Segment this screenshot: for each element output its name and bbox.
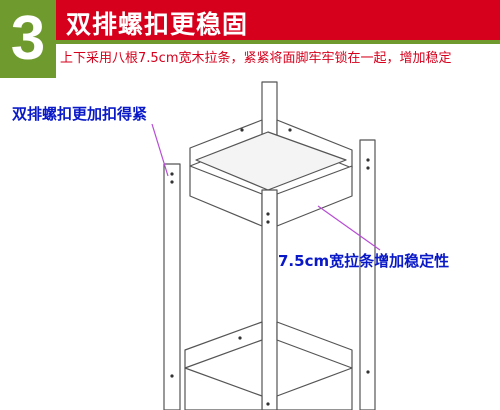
- page-subtitle: 上下采用八根7.5cm宽木拉条，紧紧将面脚牢牢锁在一起，增加稳定: [60, 51, 452, 66]
- bottom-board-front-left: [184, 367, 263, 410]
- callout-line-screws: [151, 123, 169, 177]
- callout-double-screws: 双排螺扣更加扣得紧: [12, 105, 148, 123]
- header-divider: [56, 40, 500, 44]
- leg-left: [163, 163, 181, 410]
- leg-right: [359, 139, 376, 410]
- page-title: 双排螺扣更稳固: [66, 10, 249, 39]
- bottom-board-back-left: [184, 321, 263, 369]
- leg-front: [261, 189, 278, 410]
- step-number: 3: [10, 4, 46, 73]
- callout-line-bar: [317, 205, 381, 251]
- callout-wood-bar: 7.5cm宽拉条增加稳定性: [278, 252, 450, 270]
- step-number-badge: 3: [0, 0, 56, 78]
- bottom-board-front-right: [276, 367, 353, 410]
- frame-top-inner: [195, 131, 347, 191]
- bottom-board-back-right: [276, 321, 353, 369]
- header: 3 双排螺扣更稳固 上下采用八根7.5cm宽木拉条，紧紧将面脚牢牢锁在一起，增加…: [0, 0, 500, 78]
- screw-marks: [170, 128, 370, 406]
- title-bar: [56, 0, 500, 40]
